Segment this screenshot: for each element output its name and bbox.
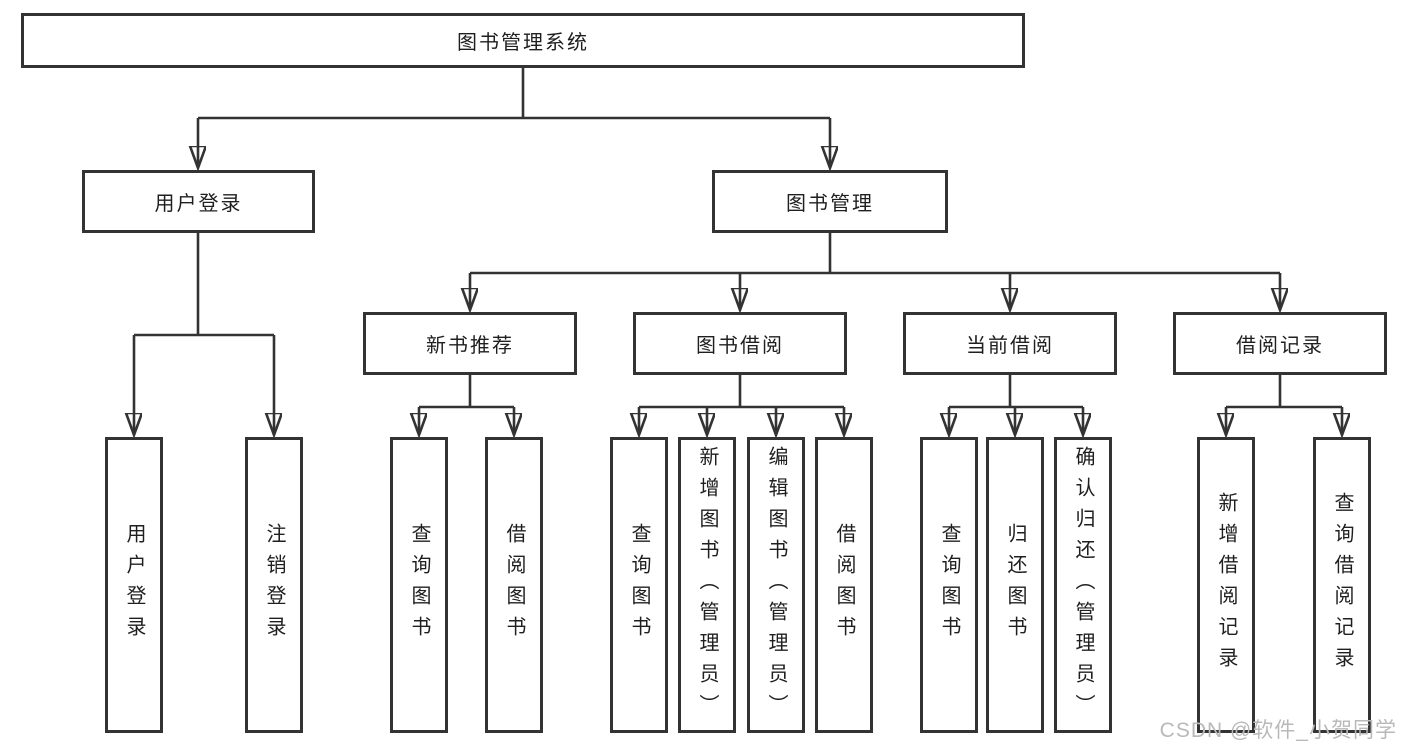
watermark-text: CSDN @软件_小贺同学 (1159, 719, 1397, 742)
node-root-label: 图书管理系统 (457, 32, 589, 54)
leaf-add-borrow-record-label: 新增借阅记录 (1215, 492, 1237, 678)
leaf-query-borrow-record-label: 查询借阅记录 (1331, 492, 1353, 678)
leaf-query-borrow-record: 查询借阅记录 (1313, 437, 1371, 733)
leaf-edit-books-admin: 编辑图书（管理员） (747, 437, 805, 733)
leaf-add-books-admin: 新增图书（管理员） (678, 437, 736, 733)
leaf-query-books-current-label: 查询图书 (938, 523, 960, 647)
leaf-query-books-borrow: 查询图书 (610, 437, 668, 733)
node-current-borrowing: 当前借阅 (903, 312, 1117, 375)
node-book-borrowing-label: 图书借阅 (696, 335, 784, 357)
leaf-user-login-label: 用户登录 (123, 523, 145, 647)
leaf-logout: 注销登录 (245, 437, 303, 733)
leaf-confirm-return-admin: 确认归还（管理员） (1054, 437, 1112, 733)
leaf-confirm-return-admin-label: 确认归还（管理员） (1072, 445, 1094, 725)
leaf-return-books: 归还图书 (986, 437, 1044, 733)
leaf-query-books-recommend-label: 查询图书 (408, 523, 430, 647)
node-book-borrowing: 图书借阅 (633, 312, 847, 375)
node-borrowing-records-label: 借阅记录 (1236, 335, 1324, 357)
leaf-user-login: 用户登录 (105, 437, 163, 733)
node-new-book-recommendation-label: 新书推荐 (426, 335, 514, 357)
node-book-management: 图书管理 (712, 170, 948, 233)
node-user-login: 用户登录 (82, 170, 315, 233)
leaf-borrow-books: 借阅图书 (815, 437, 873, 733)
node-book-management-label: 图书管理 (786, 193, 874, 215)
leaf-query-books-borrow-label: 查询图书 (628, 523, 650, 647)
node-current-borrowing-label: 当前借阅 (966, 335, 1054, 357)
leaf-query-books-current: 查询图书 (920, 437, 978, 733)
leaf-borrow-books-recommend-label: 借阅图书 (503, 523, 525, 647)
leaf-borrow-books-label: 借阅图书 (833, 523, 855, 647)
leaf-add-borrow-record: 新增借阅记录 (1197, 437, 1255, 733)
node-root: 图书管理系统 (21, 13, 1025, 68)
leaf-borrow-books-recommend: 借阅图书 (485, 437, 543, 733)
node-borrowing-records: 借阅记录 (1173, 312, 1387, 375)
leaf-edit-books-admin-label: 编辑图书（管理员） (765, 445, 787, 725)
node-user-login-label: 用户登录 (154, 193, 243, 215)
leaf-return-books-label: 归还图书 (1004, 523, 1026, 647)
leaf-query-books-recommend: 查询图书 (390, 437, 448, 733)
leaf-logout-label: 注销登录 (263, 523, 285, 647)
node-new-book-recommendation: 新书推荐 (363, 312, 577, 375)
leaf-add-books-admin-label: 新增图书（管理员） (696, 445, 718, 725)
